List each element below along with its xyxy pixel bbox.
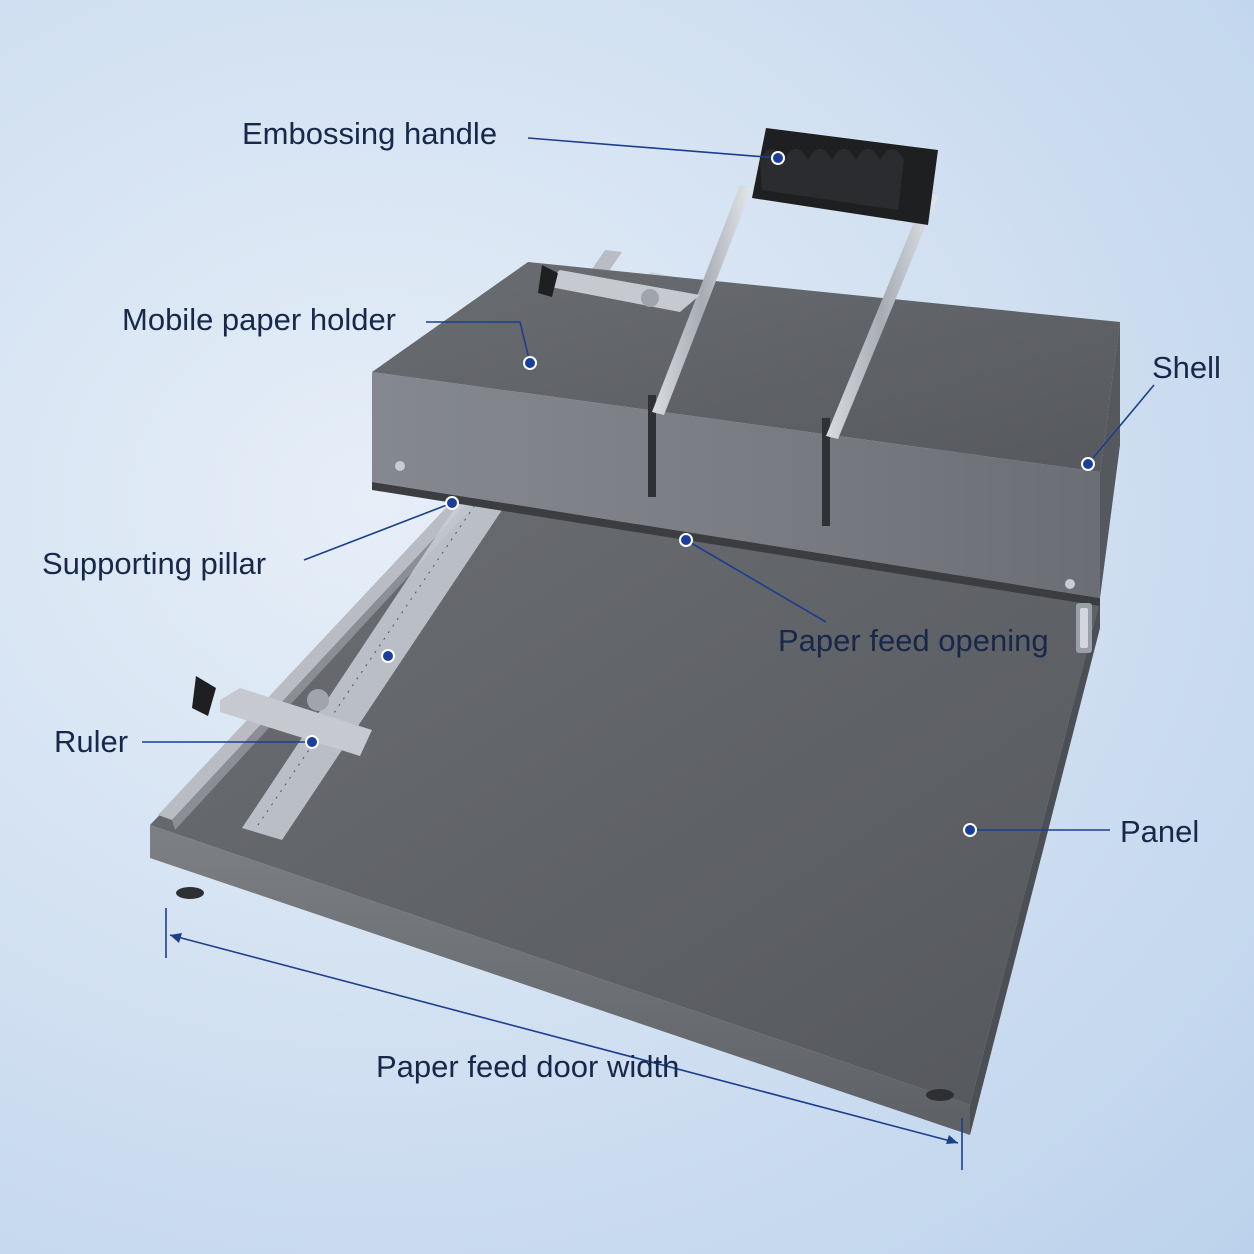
callout-line-mobile-paper-holder xyxy=(426,321,531,364)
callout-line-embossing-handle xyxy=(527,137,779,159)
callout-dot-ruler xyxy=(305,735,319,749)
ruler-scale xyxy=(242,500,502,840)
callout-line-shell xyxy=(1087,384,1155,465)
label-shell: Shell xyxy=(1152,350,1221,385)
callout-dot-panel xyxy=(963,823,977,837)
width-dimension xyxy=(165,908,963,1170)
shell-top xyxy=(372,262,1120,472)
callout-dot-mobile-paper-holder xyxy=(523,356,537,370)
handle-frame xyxy=(652,185,938,439)
callout-dot-embossing-handle xyxy=(771,151,785,165)
shell-front xyxy=(372,322,1120,606)
handle-grip xyxy=(752,128,938,225)
label-paper-feed-opening: Paper feed opening xyxy=(778,623,1049,658)
label-supporting-pillar: Supporting pillar xyxy=(42,546,267,581)
callout-dot-supporting-pillar xyxy=(445,496,459,510)
label-panel: Panel xyxy=(1120,814,1200,849)
callout-dot-paper-feed-opening xyxy=(679,533,693,547)
label-embossing-handle: Embossing handle xyxy=(242,116,498,151)
label-ruler: Ruler xyxy=(54,724,129,759)
side-knob xyxy=(1076,603,1092,653)
left-rail xyxy=(158,482,486,830)
label-paper-feed-door-width: Paper feed door width xyxy=(376,1049,680,1084)
lower-paper-holder xyxy=(192,676,372,756)
callout-dot-shell xyxy=(1081,457,1095,471)
upper-paper-holder xyxy=(538,265,700,312)
callout-line-supporting-pillar xyxy=(303,502,453,561)
callout-dot-ruler-scale xyxy=(381,649,395,663)
callout-lines xyxy=(142,137,1155,831)
label-mobile-paper-holder: Mobile paper holder xyxy=(122,302,397,337)
callout-dots xyxy=(305,151,1095,837)
callout-line-paper-feed-opening xyxy=(685,539,827,623)
